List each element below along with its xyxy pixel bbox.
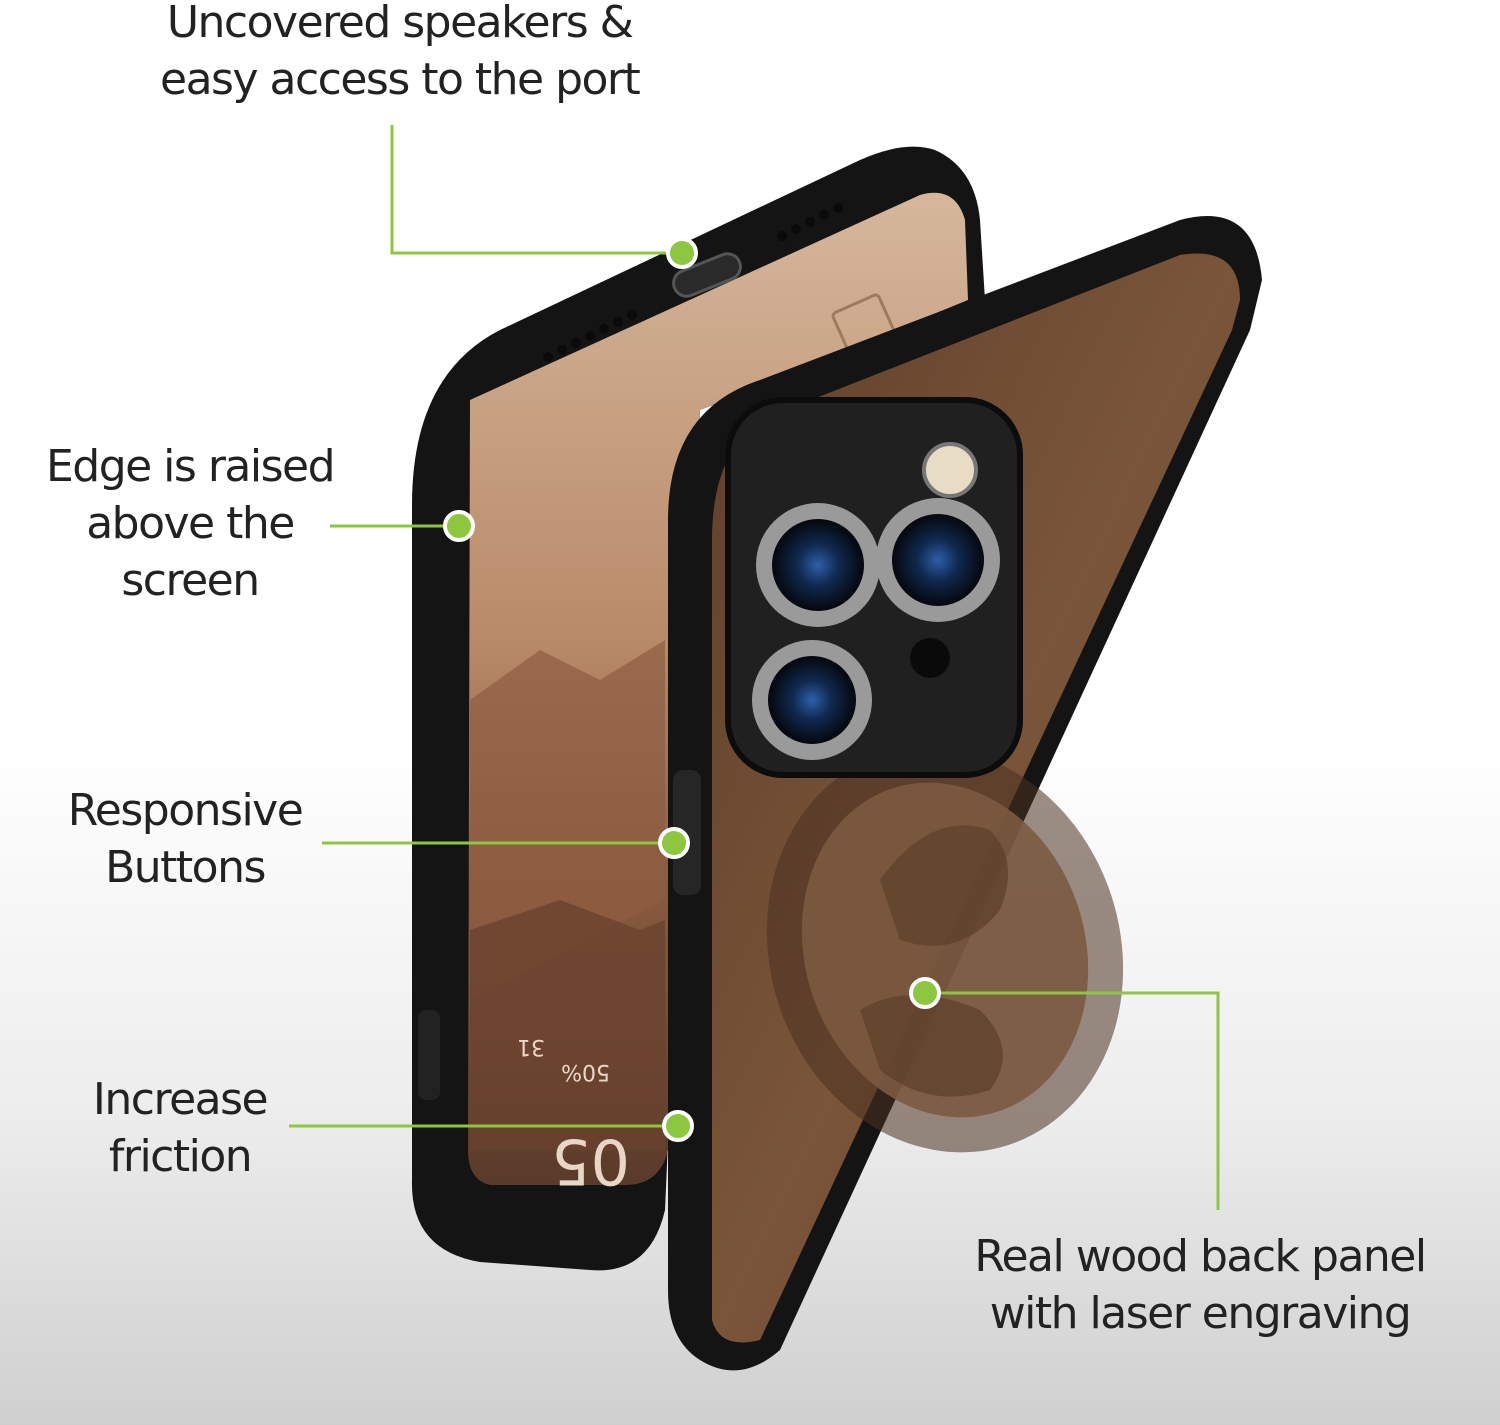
callout-buttons: Responsive Buttons — [40, 782, 330, 896]
callout-wood: Real wood back panel with laser engravin… — [960, 1228, 1440, 1342]
speaker-grille-right — [777, 203, 843, 241]
callout-friction-line1: Increase — [92, 1074, 269, 1125]
lidar-sensor — [910, 638, 950, 678]
callout-lines — [289, 125, 1220, 1210]
callout-friction-line2: friction — [108, 1131, 253, 1182]
volume-button — [673, 770, 701, 895]
callout-buttons-line2: Buttons — [105, 842, 266, 893]
lockscreen-battery: 50% — [561, 1059, 610, 1084]
callout-dot-friction — [662, 1110, 694, 1142]
callout-dot-buttons — [658, 827, 690, 859]
charging-port — [672, 252, 742, 298]
mountain-wallpaper — [470, 640, 665, 1000]
speaker-grille-left — [543, 310, 637, 362]
callout-edge-line2: above the — [86, 498, 295, 549]
flash-icon — [922, 442, 978, 498]
callout-edge-line1: Edge is raised — [45, 441, 336, 492]
callout-dots — [443, 237, 941, 1142]
phone-front-view — [411, 146, 985, 1271]
callout-dot-wood — [909, 977, 941, 1009]
callout-dot-speakers — [666, 237, 698, 269]
callout-speakers-line1: Uncovered speakers & — [166, 0, 634, 48]
lockscreen-time: 05 — [551, 1125, 630, 1198]
lockscreen-overlay: 05 50% 31 — [517, 1034, 630, 1198]
callout-dot-edge — [443, 510, 475, 542]
lockscreen-date: 31 — [517, 1034, 545, 1059]
callout-buttons-line1: Responsive — [67, 785, 304, 836]
callout-friction: Increase friction — [50, 1071, 310, 1185]
side-button-left — [418, 1010, 440, 1100]
callout-speakers: Uncovered speakers & easy access to the … — [160, 0, 641, 108]
callout-speakers-line2: easy access to the port — [160, 54, 641, 105]
phone-back-view — [668, 216, 1262, 1371]
callout-wood-line2: with laser engraving — [989, 1288, 1412, 1339]
callout-edge-line3: screen — [121, 555, 260, 606]
callout-wood-line1: Real wood back panel — [974, 1231, 1427, 1282]
callout-edge: Edge is raised above the screen — [40, 438, 340, 609]
